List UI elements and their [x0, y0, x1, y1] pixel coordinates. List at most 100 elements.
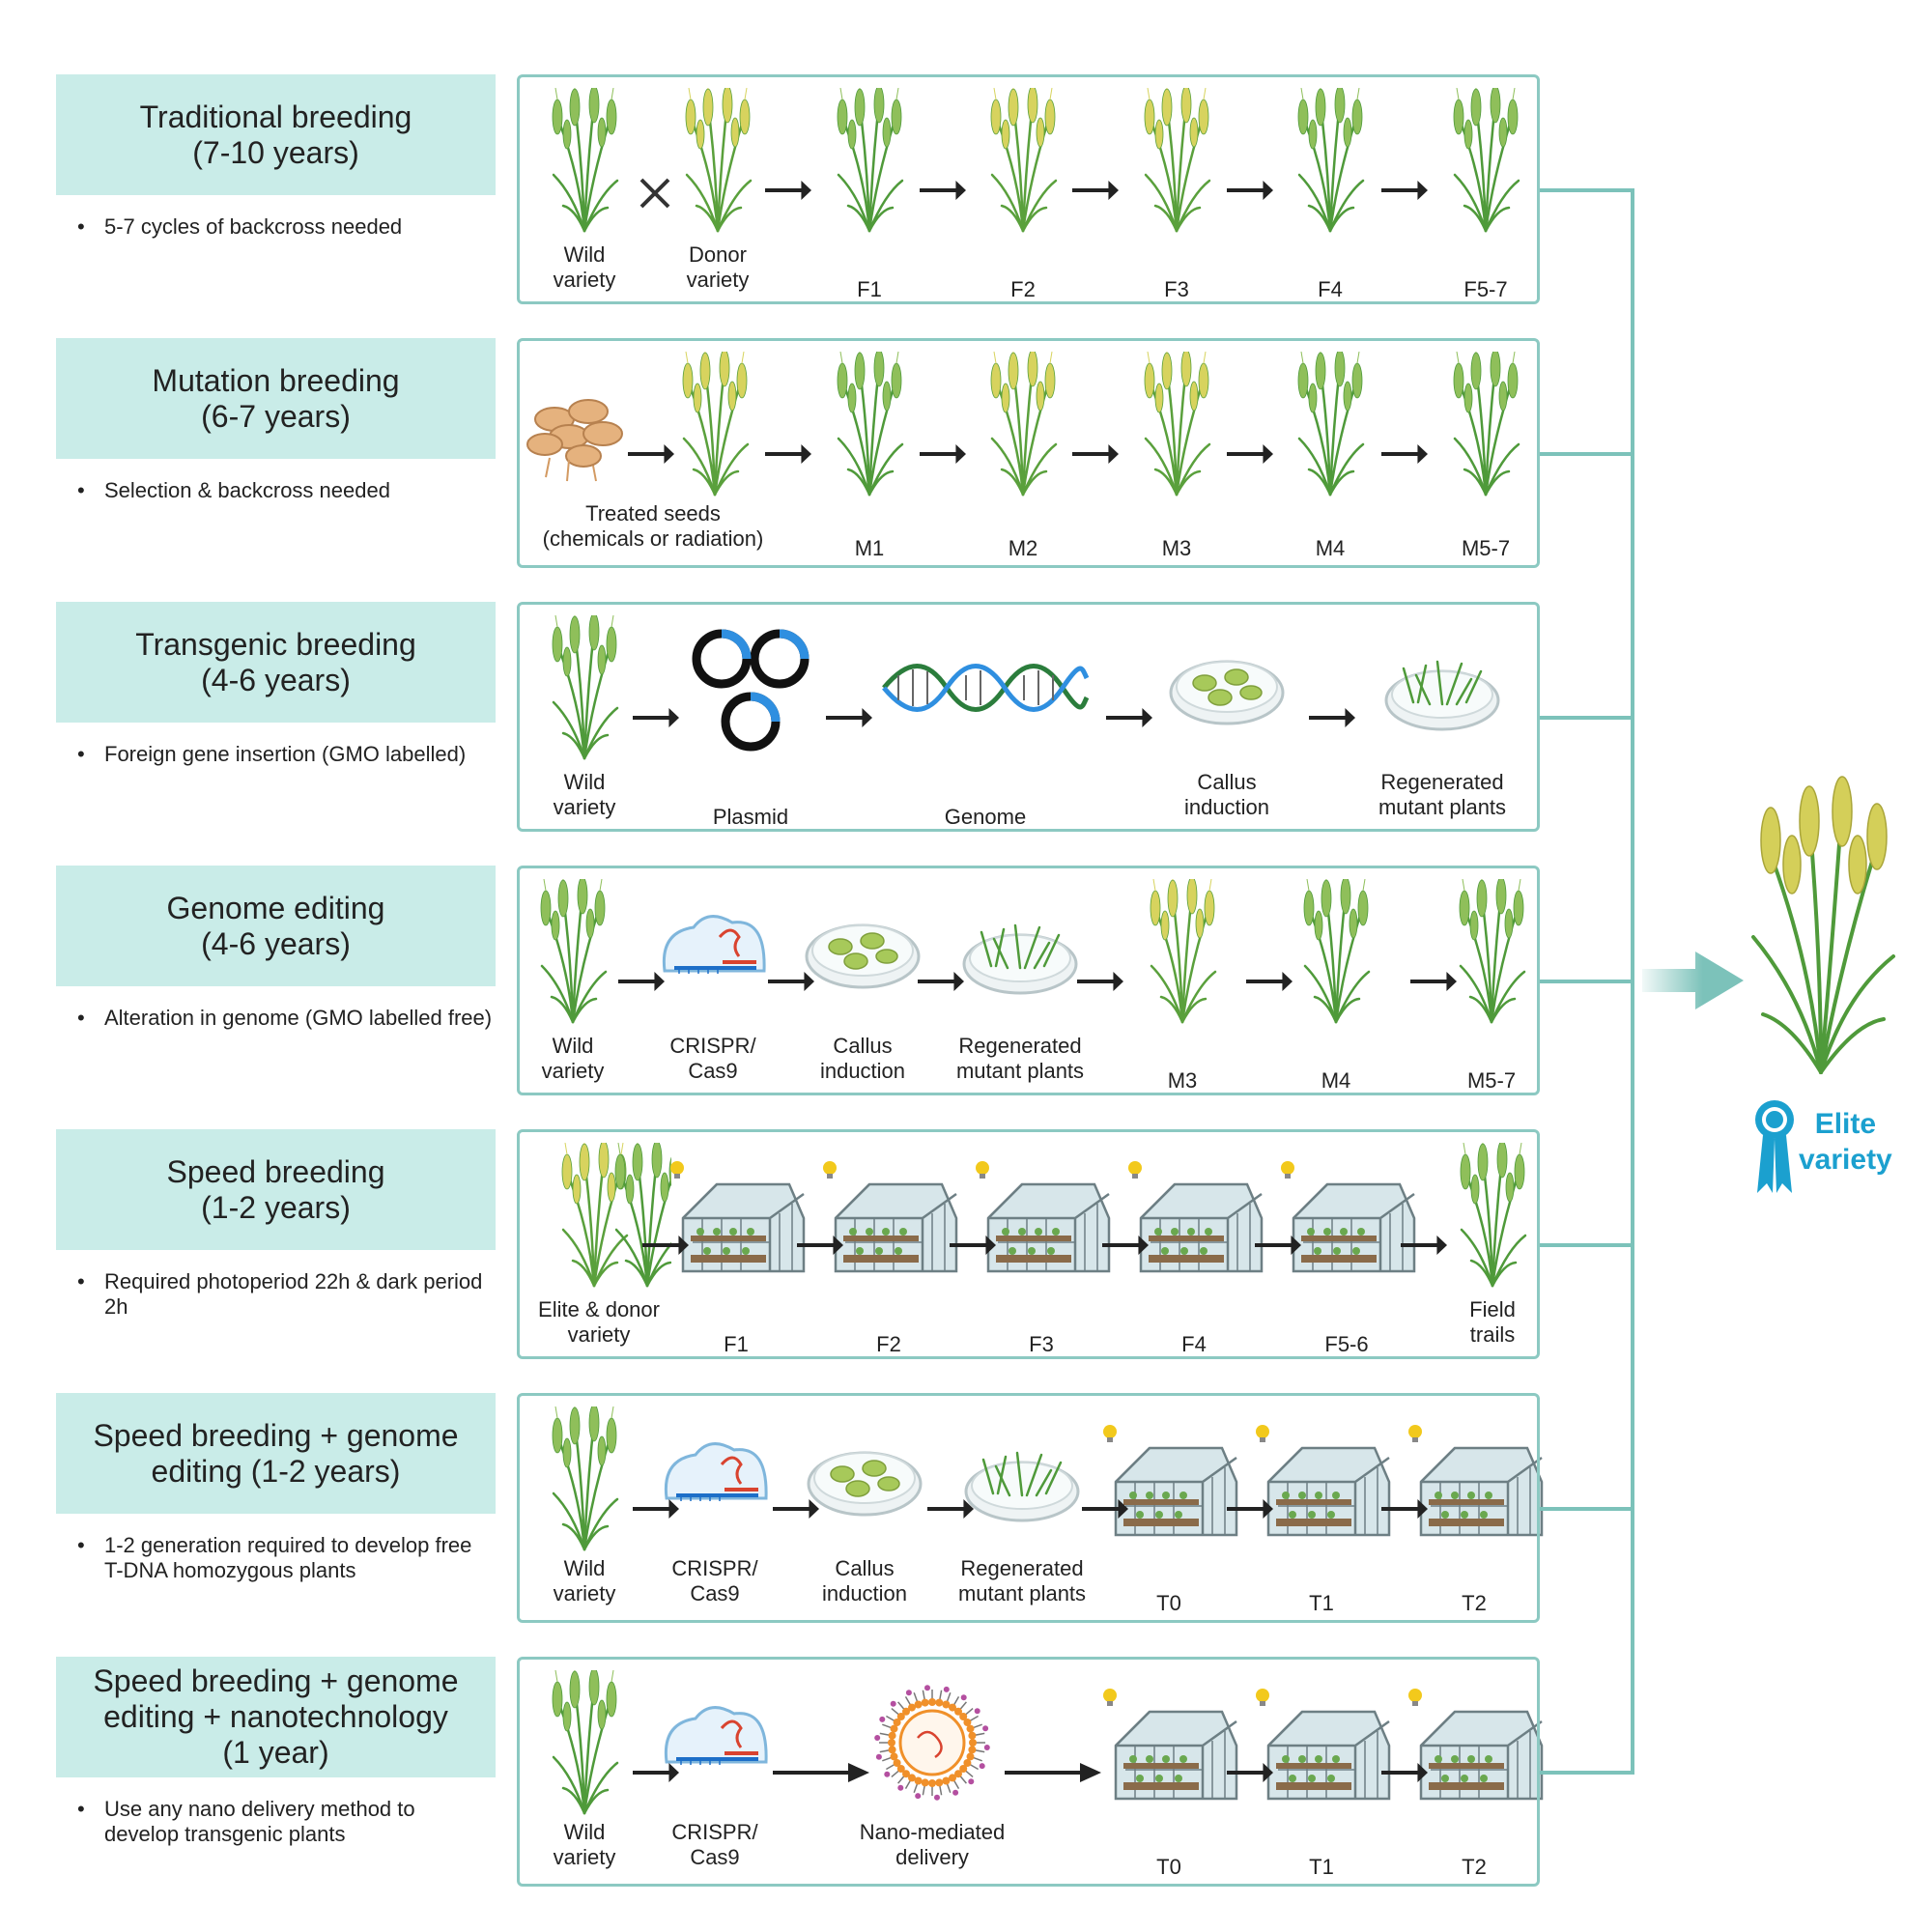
bullet-icon: •	[77, 1006, 85, 1030]
method-title-line: Genome editing	[166, 890, 385, 925]
workflow-panel	[517, 74, 1540, 304]
dna-icon	[879, 615, 1092, 760]
breeding-row: Speed breeding(1-2 years) • Required photo…	[0, 1129, 1932, 1371]
method-note: •1-2 generation required to develop free…	[77, 1533, 493, 1583]
wheat-yellow-icon	[951, 88, 1095, 233]
method-note-text: Foreign gene insertion (GMO labelled)	[104, 742, 467, 766]
step-label: M2	[1008, 536, 1038, 560]
step-arrow-icon	[628, 442, 674, 466]
step-arrow-icon	[1082, 1497, 1128, 1520]
connector-line	[1540, 452, 1634, 456]
workflow-panel	[517, 602, 1540, 832]
step-label: CRISPR/Cas9	[671, 1820, 758, 1869]
wheat-green-icon	[1264, 879, 1408, 1024]
method-title: Transgenic breeding(4-6 years)	[56, 602, 496, 723]
method-title: Speed breeding(1-2 years)	[56, 1129, 496, 1250]
workflow-panel	[517, 1393, 1540, 1623]
method-title-line: Speed breeding + genome	[93, 1417, 459, 1453]
step-arrow-icon	[1072, 442, 1119, 466]
connector-line	[1540, 716, 1634, 720]
step-arrow-icon	[1005, 1761, 1101, 1784]
step-arrow-icon	[1102, 1234, 1149, 1257]
step-label: F1	[857, 277, 882, 301]
wheat-green-icon	[797, 88, 942, 233]
step-label: CRISPR/Cas9	[669, 1034, 756, 1083]
step-arrow-icon	[918, 970, 964, 993]
greenhouse-icon	[1249, 1670, 1394, 1815]
method-note: •Selection & backcross needed	[77, 478, 493, 503]
step-label: M3	[1161, 536, 1192, 560]
elite-line2: variety	[1799, 1144, 1892, 1176]
bullet-icon: •	[77, 1269, 85, 1293]
step-label: F3	[1164, 277, 1189, 301]
step-label: T1	[1309, 1591, 1334, 1615]
method-title: Genome editing(4-6 years)	[56, 866, 496, 986]
step-arrow-icon	[773, 1497, 819, 1520]
step-arrow-icon	[1246, 970, 1293, 993]
connector-line	[1540, 1243, 1634, 1247]
step-arrow-icon	[1401, 1234, 1447, 1257]
wheat-green-icon	[1258, 88, 1403, 233]
step-label: F5-7	[1463, 277, 1508, 301]
method-title-line: Speed breeding	[166, 1153, 385, 1189]
wheat-green-icon	[512, 1670, 657, 1815]
wheat-green-icon	[797, 352, 942, 497]
method-title-line: (4-6 years)	[201, 662, 351, 697]
step-label: Plasmid	[712, 805, 789, 829]
elite-wheat-icon	[1751, 776, 1895, 1074]
regenerated-dish-icon	[950, 1406, 1094, 1551]
step-label: T0	[1156, 1855, 1181, 1879]
method-title-line: editing (1-2 years)	[151, 1453, 401, 1489]
step-arrow-icon	[633, 706, 679, 729]
step-label: F4	[1318, 277, 1343, 301]
wheat-yellow-icon	[951, 352, 1095, 497]
step-arrow-icon	[642, 1234, 689, 1257]
step-arrow-icon	[1410, 970, 1457, 993]
method-title-line: Mutation breeding	[152, 362, 400, 398]
connector-line	[1540, 1771, 1634, 1775]
step-label: F5-6	[1324, 1332, 1369, 1356]
step-arrow-icon	[633, 1761, 679, 1784]
workflow-panel	[517, 1657, 1540, 1887]
breeding-row: Traditional breeding(7-10 years)•5-7 cyc…	[0, 74, 1932, 316]
wheat-green-icon	[512, 615, 657, 760]
step-arrow-icon	[1077, 970, 1123, 993]
greenhouse-icon	[664, 1143, 809, 1288]
greenhouse-icon	[1402, 1670, 1547, 1815]
step-arrow-icon	[920, 442, 966, 466]
elite-variety-label: Elite variety	[1799, 1106, 1892, 1178]
callus-dish-icon	[790, 879, 935, 1024]
step-label: M5-7	[1466, 1068, 1517, 1093]
greenhouse-icon	[816, 1143, 961, 1288]
step-arrow-icon	[1381, 442, 1428, 466]
step-label: M5-7	[1461, 536, 1511, 560]
method-title-line: Traditional breeding	[139, 99, 412, 134]
connector-line	[1540, 1507, 1634, 1511]
step-arrow-icon	[773, 1761, 869, 1784]
crispr-icon	[640, 879, 785, 1024]
wheat-yellow-icon	[1110, 879, 1255, 1024]
method-note: •Alteration in genome (GMO labelled free…	[77, 1006, 493, 1031]
greenhouse-icon	[1122, 1143, 1266, 1288]
step-arrow-icon	[765, 179, 811, 202]
step-arrow-icon	[1381, 1761, 1428, 1784]
step-label: T0	[1156, 1591, 1181, 1615]
wheat-green-icon	[1419, 879, 1564, 1024]
wheat-yellow-icon	[1104, 88, 1249, 233]
method-note-text: Required photoperiod 22h & dark period 2…	[104, 1269, 483, 1319]
step-arrow-icon	[618, 970, 665, 993]
method-title-line: editing + nanotechnology	[103, 1699, 448, 1734]
step-arrow-icon	[1106, 706, 1152, 729]
elite-line1: Elite	[1814, 1108, 1877, 1140]
